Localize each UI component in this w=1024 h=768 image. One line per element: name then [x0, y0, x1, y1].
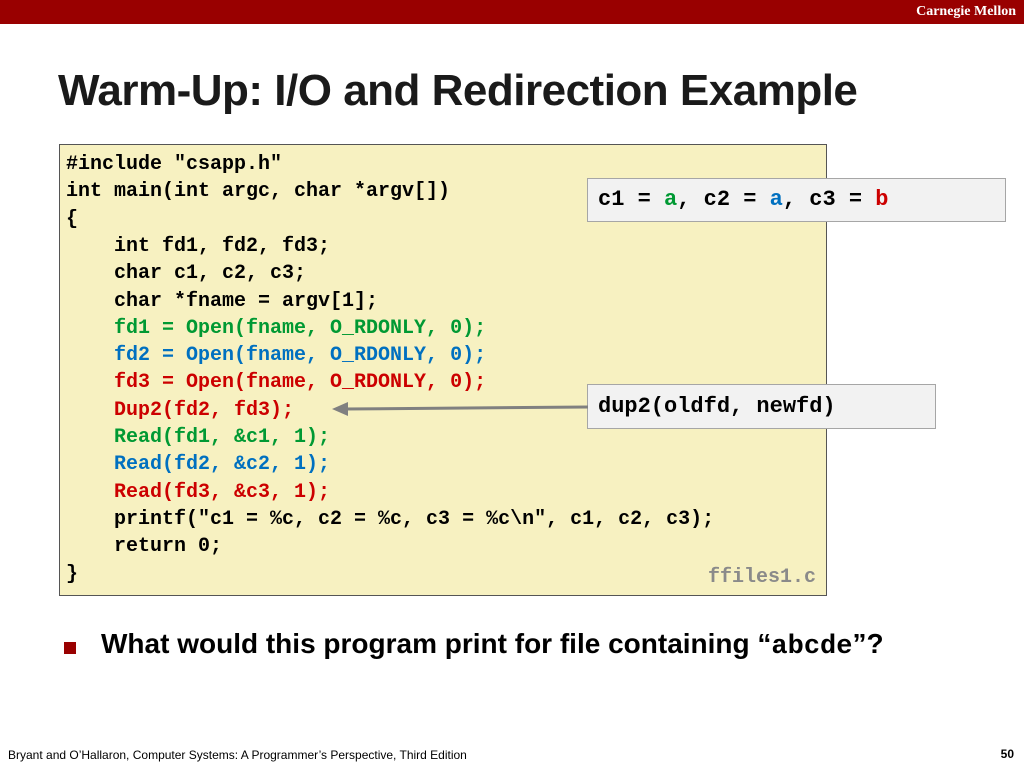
- dup2-callout: dup2(oldfd, newfd): [587, 384, 936, 429]
- brand-label: Carnegie Mellon: [916, 4, 1016, 19]
- code-line: Read(fd1, &c1, 1);: [66, 426, 331, 449]
- code-line: {: [66, 207, 79, 231]
- output-c2-value: a: [769, 187, 783, 212]
- code-line: char c1, c2, c3;: [66, 262, 307, 286]
- page-number: 50: [1000, 747, 1014, 761]
- code-line: fd1 = Open(fname, O_RDONLY, 0);: [66, 316, 487, 340]
- question-code: abcde: [771, 632, 853, 662]
- question-text: What would this program print for file c…: [101, 628, 884, 662]
- code-line: Read(fd2, &c2, 1);: [66, 453, 331, 477]
- code-line: Read(fd3, &c3, 1);: [66, 480, 331, 504]
- question-suffix: ”?: [852, 628, 884, 659]
- output-c1-value: a: [664, 187, 678, 212]
- code-line: return 0;: [66, 535, 223, 559]
- code-line: int fd1, fd2, fd3;: [66, 234, 331, 258]
- footer-citation: Bryant and O’Hallaron, Computer Systems:…: [8, 748, 467, 762]
- output-c3-value: b: [875, 187, 889, 212]
- output-c3-label: , c3 =: [782, 187, 876, 212]
- code-line: printf("c1 = %c, c2 = %c, c3 = %c\n", c1…: [66, 507, 715, 531]
- square-bullet-icon: [64, 642, 76, 654]
- code-line: char *fname = argv[1];: [66, 289, 379, 313]
- code-filename: ffiles1.c: [707, 566, 816, 589]
- arrow-icon: [332, 402, 589, 416]
- output-c2-label: , c2 =: [677, 187, 770, 212]
- output-callout: c1 = a, c2 = a, c3 = b: [587, 178, 1006, 222]
- code-line: }: [66, 562, 79, 586]
- code-line: int main(int argc, char *argv[]): [66, 180, 451, 204]
- code-line: Dup2(fd2, fd3);: [66, 398, 295, 422]
- output-c1-label: c1 =: [598, 187, 665, 212]
- question-prefix: What would this program print for file c…: [101, 628, 772, 659]
- code-line: fd2 = Open(fname, O_RDONLY, 0);: [66, 344, 487, 368]
- code-line: fd3 = Open(fname, O_RDONLY, 0);: [66, 371, 487, 395]
- slide-title: Warm-Up: I/O and Redirection Example: [58, 66, 858, 115]
- header-bar: Carnegie Mellon: [0, 0, 1024, 24]
- code-line: #include "csapp.h": [66, 153, 283, 176]
